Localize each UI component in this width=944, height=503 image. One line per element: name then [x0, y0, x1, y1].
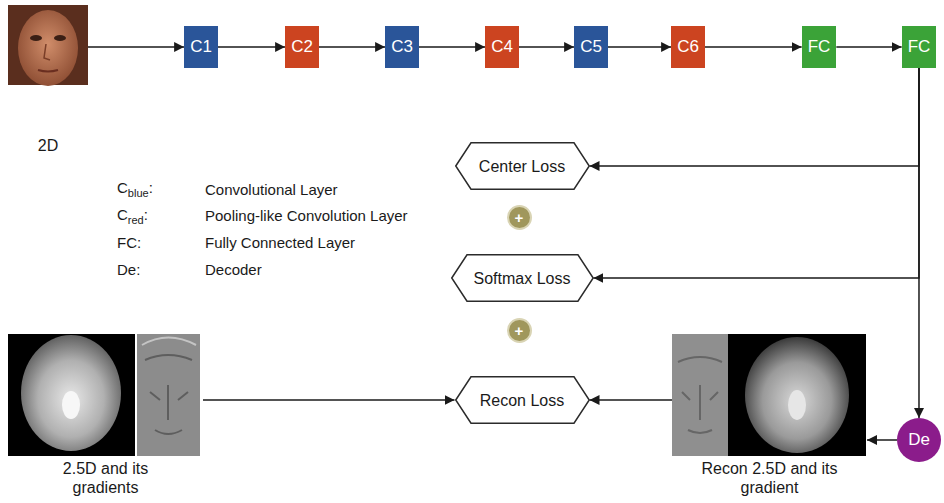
photo-eye	[54, 35, 66, 41]
node-label: FC	[908, 37, 931, 57]
face-photo	[8, 5, 88, 86]
legend-text: Decoder	[205, 261, 262, 278]
pooling-conv-layer: C4	[485, 26, 519, 68]
gradient-edges	[145, 355, 192, 434]
node-label: +	[515, 210, 524, 225]
legend-symbol: :	[144, 206, 148, 223]
depth-image-box: 2.5D and its gradients	[8, 334, 203, 497]
legend-row: Cblue:Convolutional Layer	[117, 176, 408, 203]
arrow-connector	[918, 68, 920, 418]
hexagon-shape	[455, 377, 589, 424]
legend-symbol: blue	[128, 187, 149, 199]
photo-eye	[30, 35, 42, 41]
depth-face	[745, 337, 849, 453]
loss-hexagon: Softmax Loss	[451, 254, 594, 302]
image-caption: Recon 2.5D and its gradient	[675, 459, 865, 497]
node-label: Softmax Loss	[474, 268, 571, 289]
legend-symbol: De:	[117, 261, 140, 278]
depth-image	[8, 334, 200, 456]
legend-symbol: C	[117, 179, 128, 196]
plus-circle: +	[509, 207, 530, 228]
legend-text: Convolutional Layer	[205, 181, 338, 198]
legend-row: Cred:Pooling-like Convolution Layer	[117, 203, 408, 230]
arrow-connector	[593, 68, 919, 278]
legend-key: FC:	[117, 234, 205, 251]
node-label: C1	[190, 37, 212, 57]
legend-key: De:	[117, 261, 205, 278]
arrow-connector	[419, 46, 485, 48]
arrow-connector	[867, 439, 897, 441]
node-label: De	[908, 430, 930, 450]
depth-ground	[8, 334, 135, 456]
legend-key: Cred:	[117, 206, 205, 226]
arrow-connector	[590, 399, 673, 401]
hexagon-shape	[451, 255, 592, 302]
fc-layer: FC	[902, 26, 937, 68]
loss-hexagon: Recon Loss	[455, 376, 590, 424]
legend-row: FC: Fully Connected Layer	[117, 229, 408, 256]
recon-depth-image	[672, 334, 866, 456]
node-label: Recon Loss	[480, 390, 565, 411]
input-image: 2D	[8, 5, 88, 155]
node-label: FC	[808, 37, 831, 57]
legend-symbol: red	[128, 214, 144, 226]
plus-circle: +	[509, 320, 530, 341]
arrow-connector	[88, 46, 184, 48]
arrow-connector	[319, 46, 385, 48]
gradient-edges	[678, 357, 722, 433]
arrow-connector	[590, 68, 919, 166]
conv-layer: C5	[574, 26, 608, 68]
legend-symbol: FC:	[117, 234, 141, 251]
node-label: C2	[291, 37, 313, 57]
arrow-connector	[218, 46, 285, 48]
arrow-connector	[836, 46, 901, 48]
photo-ground	[8, 5, 88, 85]
photo-nose	[44, 44, 50, 60]
conv-layer: C3	[385, 26, 419, 68]
loss-hexagon: Center Loss	[455, 142, 590, 190]
hexagon-shape	[455, 143, 589, 190]
image-caption: 2D	[38, 136, 58, 155]
depth-ground	[728, 334, 866, 456]
legend-key: Cblue:	[117, 179, 205, 199]
node-label: Center Loss	[479, 156, 565, 177]
photo-mouth	[38, 70, 58, 72]
legend-text: Pooling-like Convolution Layer	[205, 207, 408, 224]
image-caption: 2.5D and its gradients	[36, 459, 176, 497]
depth-nose	[62, 391, 80, 419]
node-label: C5	[580, 37, 602, 57]
node-label: C6	[677, 37, 699, 57]
pooling-conv-layer: C6	[671, 26, 705, 68]
pooling-conv-layer: C2	[285, 26, 319, 68]
decoder-circle: De	[897, 418, 941, 462]
gradient-panel	[672, 334, 728, 456]
arrow-connector	[203, 399, 455, 401]
node-label: +	[515, 323, 524, 338]
legend-symbol: :	[149, 179, 153, 196]
arrow-connector	[519, 46, 574, 48]
recon-image-box: Recon 2.5D and its gradient	[672, 334, 867, 497]
photo-face	[18, 10, 78, 86]
depth-face	[21, 335, 121, 451]
legend: Cblue:Convolutional LayerCred:Pooling-li…	[117, 176, 408, 282]
fc-layer: FC	[802, 26, 837, 68]
legend-row: De: Decoder	[117, 256, 408, 283]
arrow-connector	[608, 46, 671, 48]
legend-text: Fully Connected Layer	[205, 234, 355, 251]
node-label: C4	[491, 37, 513, 57]
gradient-edges	[142, 338, 196, 346]
gradient-panel	[137, 334, 200, 456]
legend-symbol: C	[117, 206, 128, 223]
arrow-connector	[705, 46, 802, 48]
conv-layer: C1	[184, 26, 218, 68]
node-label: C3	[391, 37, 413, 57]
depth-nose	[788, 390, 806, 420]
